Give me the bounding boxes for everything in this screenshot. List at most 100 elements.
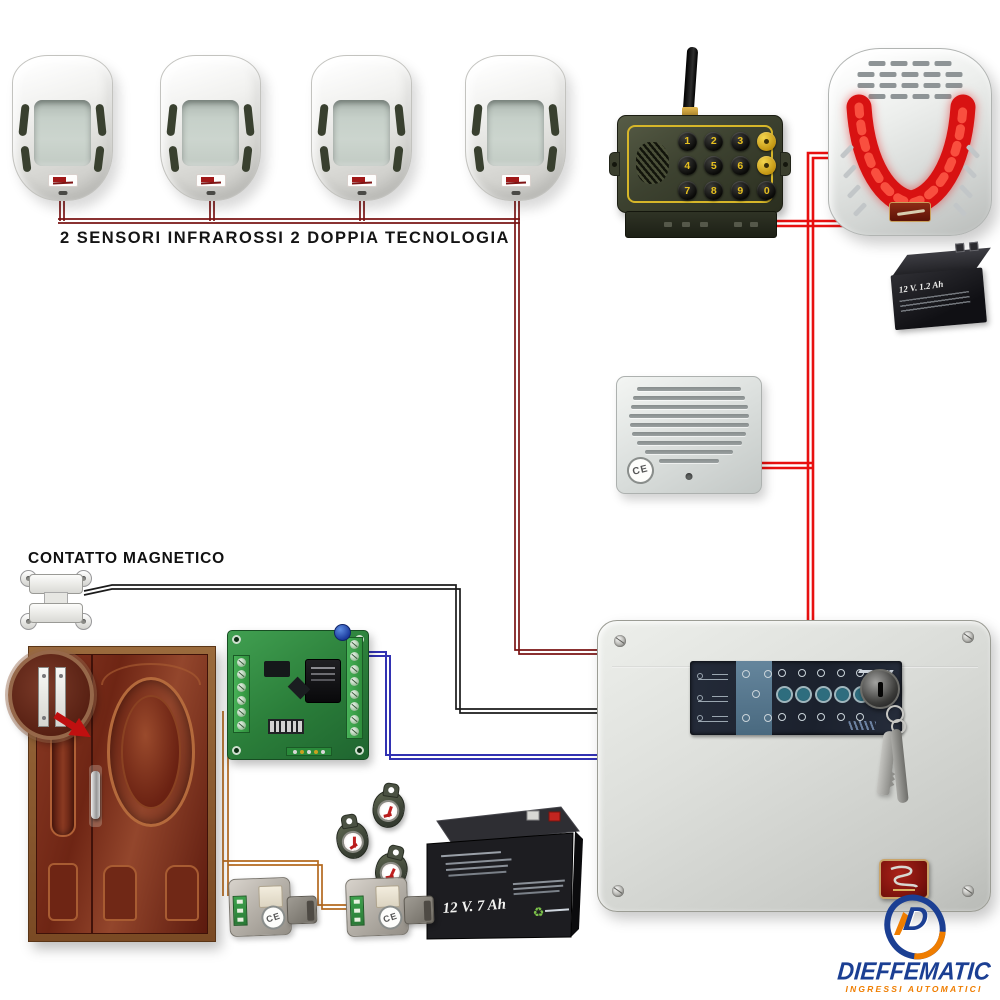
battery-front-face: 12 V. 1.2 Ah <box>890 267 987 331</box>
sensor-wire-notch <box>357 191 366 195</box>
magnetic-contact <box>20 570 92 630</box>
key-function-top <box>757 131 777 151</box>
zone-button-row <box>776 686 870 703</box>
sensor-side-slot <box>20 145 32 173</box>
key-0: 0 <box>757 181 777 201</box>
sensor-side-slot <box>392 145 404 173</box>
terminal-block-right <box>346 637 363 739</box>
sensor-wire-notch <box>511 191 520 195</box>
sensor-side-slot <box>471 103 483 137</box>
brand-monogram: D <box>901 900 931 937</box>
sensor-side-slot <box>548 103 560 137</box>
keyfob-1 <box>330 811 373 863</box>
sensor-side-slot <box>473 145 485 173</box>
label-script-marking <box>848 721 876 730</box>
zone-icon <box>697 693 728 702</box>
terminal-block-left <box>233 655 250 733</box>
siren-led-dot <box>685 473 693 480</box>
lock-body: CE <box>228 876 292 938</box>
battery-top-face <box>436 806 580 846</box>
lock-reader-2: CE <box>345 874 442 940</box>
board-hole <box>232 746 241 755</box>
mounting-tab <box>609 152 620 176</box>
brand-plate-squiggle <box>890 865 919 891</box>
dip-switch <box>268 719 304 734</box>
gsm-dialer: 1 2 3 4 5 6 7 8 9 0 <box>609 45 791 239</box>
connector-nub <box>700 222 708 227</box>
pir-sensor-2 <box>160 55 261 201</box>
key-8: 8 <box>704 181 724 201</box>
keyfob-2 <box>368 781 410 832</box>
key-3: 3 <box>730 131 750 151</box>
contact-magnet-bar <box>29 574 83 594</box>
sensor-wire-notch <box>206 191 215 195</box>
wire-magnetic-contact <box>83 584 600 714</box>
contact-switch-bar <box>29 603 83 623</box>
lock-reader-1: CE <box>228 874 325 940</box>
recycle-icon: ♻ <box>532 904 545 920</box>
door-handle <box>91 771 100 819</box>
led-row <box>742 714 772 722</box>
battery-terminal-red <box>548 811 561 822</box>
ic-chip <box>264 661 290 677</box>
gsm-terminal-block <box>625 211 777 238</box>
connector-nub <box>734 222 742 227</box>
sensor-side-slot <box>93 145 105 173</box>
door-lower-panel <box>165 865 199 921</box>
key-1: 1 <box>677 131 697 151</box>
siren-grille <box>857 61 963 99</box>
sensor-wire-notch <box>58 191 67 195</box>
keyfob-ring-hole <box>340 812 359 830</box>
connector-nub <box>682 222 690 227</box>
brand-tagline: INGRESSI AUTOMATICI <box>845 984 983 994</box>
key-2: 2 <box>704 131 724 151</box>
connector-nub <box>664 222 672 227</box>
relay-component <box>305 659 341 703</box>
siren-grille <box>629 387 749 463</box>
relay-board <box>227 624 369 760</box>
sensor-side-slot <box>546 145 558 173</box>
door-oval-panel <box>121 695 181 809</box>
sensor-lens <box>34 100 91 166</box>
key-6: 6 <box>730 156 750 176</box>
key-9: 9 <box>730 181 750 201</box>
zone-icon <box>697 713 728 722</box>
battery-terminal <box>526 810 540 821</box>
backup-battery: 12 V. 1.2 Ah <box>884 241 999 338</box>
pir-sensor-3 <box>311 55 412 201</box>
key-4: 4 <box>677 156 697 176</box>
battery-fine-print <box>899 290 971 315</box>
zone-led-row-bottom <box>778 713 864 721</box>
brand-oval-icon <box>884 894 946 960</box>
lock-body: CE <box>345 876 409 938</box>
sensor-side-slot <box>317 103 329 137</box>
wire-sensor-bus <box>58 200 600 655</box>
mounting-tab <box>780 152 791 176</box>
led-row <box>752 690 762 698</box>
brand-name: DIEFFEMATIC <box>836 956 992 985</box>
keypad: 1 2 3 4 5 6 7 8 9 0 <box>674 129 780 203</box>
sensor-lens <box>487 100 544 166</box>
sensor-side-slot <box>243 103 255 137</box>
key-function-bottom <box>757 156 777 176</box>
sensor-side-slot <box>394 103 406 137</box>
antenna-icon <box>682 46 699 114</box>
door-leaf-right <box>89 655 207 933</box>
outdoor-siren <box>828 48 992 236</box>
capacitor-icon <box>334 624 351 641</box>
key-switch <box>860 669 900 709</box>
sensor-brand-sticker <box>47 174 78 187</box>
key-7: 7 <box>677 181 697 201</box>
sensor-lens <box>182 100 239 166</box>
magnetic-contact-caption: CONTATTO MAGNETICO <box>28 550 225 567</box>
battery-terminal <box>968 241 979 252</box>
sensor-side-slot <box>95 103 107 137</box>
sensor-brand-sticker <box>500 174 531 187</box>
connector-nub <box>750 222 758 227</box>
board-hole <box>232 635 241 644</box>
door-oval-trim <box>107 677 195 827</box>
gsm-dialer-body: 1 2 3 4 5 6 7 8 9 0 <box>609 115 791 213</box>
screw-icon <box>962 631 974 643</box>
zone-icon <box>697 671 728 680</box>
sensor-side-slot <box>18 103 30 137</box>
